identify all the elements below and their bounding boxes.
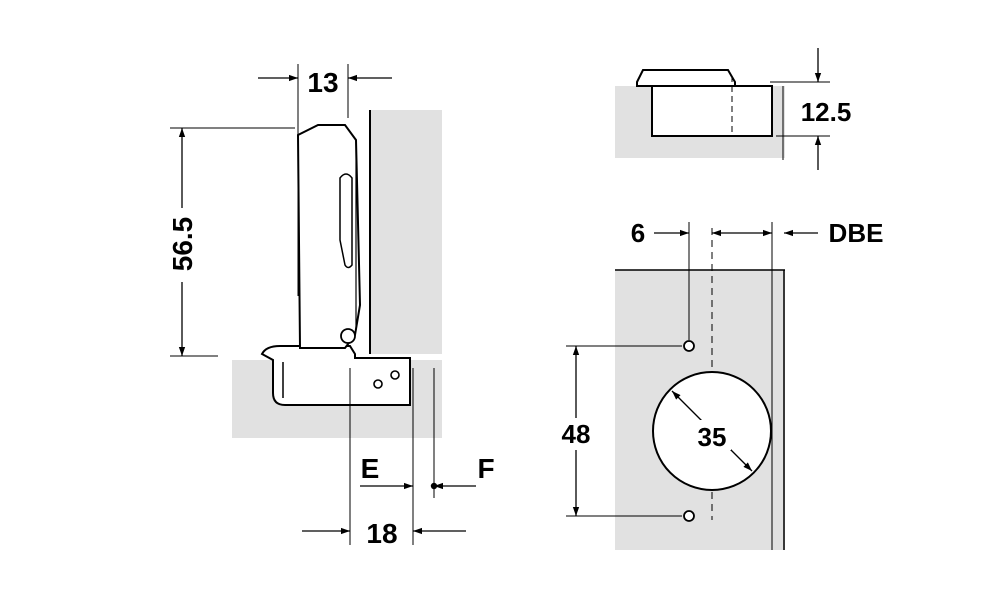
dimension-56-5: 56.5 xyxy=(166,127,295,357)
dimension-48: 48 xyxy=(558,345,682,517)
dim-label-F: F xyxy=(477,453,494,484)
cup-section xyxy=(651,85,773,137)
dim-label-13: 13 xyxy=(307,67,338,98)
side-view: 13 56.5 E F 18 xyxy=(166,64,495,549)
dim-label-56-5: 56.5 xyxy=(167,217,198,272)
dim-label-12-5: 12.5 xyxy=(801,97,852,127)
hinge-pivot xyxy=(340,328,356,344)
dim-label-E: E xyxy=(361,453,380,484)
cup-depth-view: 12.5 xyxy=(615,48,851,170)
front-view: 35 6 DBE 48 xyxy=(558,218,883,550)
dim-label-18: 18 xyxy=(366,518,397,549)
screw-hole-top xyxy=(683,340,695,352)
dimension-13: 13 xyxy=(258,64,392,296)
screw-hole-bottom xyxy=(683,510,695,522)
dim-label-6: 6 xyxy=(631,218,645,248)
hinge-cup xyxy=(260,345,411,406)
cup-screw-hole xyxy=(373,379,383,389)
cup-screw-hole xyxy=(390,370,400,380)
side-panel xyxy=(370,110,442,354)
dimension-E-F-18: E F 18 xyxy=(302,368,495,549)
dim-label-35: 35 xyxy=(698,422,727,452)
dimension-12-5: 12.5 xyxy=(770,48,851,170)
dimension-6-DBE: 6 DBE xyxy=(631,218,884,340)
dim-label-DBE: DBE xyxy=(829,218,884,248)
dim-label-48: 48 xyxy=(562,419,591,449)
hinge-arm xyxy=(296,124,362,349)
